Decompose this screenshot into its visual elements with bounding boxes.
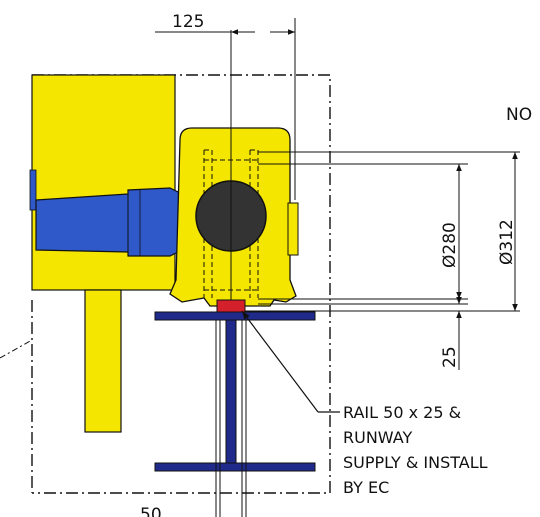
support-leg (84, 289, 122, 433)
machine-body-edge (29, 169, 37, 211)
dim-312-label: Ø312 (497, 219, 517, 265)
envelope-outline (32, 74, 331, 494)
rail-note-line1: RAIL 50 x 25 & (343, 403, 461, 422)
dim-280-label: Ø280 (440, 222, 460, 268)
rail-note-line2: RUNWAY (343, 428, 412, 447)
dim-125-label: 125 (172, 12, 204, 32)
rail-note-leader (241, 310, 319, 413)
dim-50-partial: 50 (140, 505, 162, 517)
leader-left (0, 339, 33, 359)
rail (216, 299, 246, 313)
beam-bottom-flange (154, 462, 316, 472)
machine-body (31, 74, 176, 291)
rail-note-line4: BY EC (343, 478, 389, 497)
north-label: NO (506, 105, 532, 125)
wheel-block-side (287, 202, 299, 256)
drive-shaft (35, 187, 183, 257)
beam-top-flange (154, 311, 316, 321)
beam-web (225, 319, 237, 464)
dim-25-label: 25 (440, 346, 460, 368)
rail-note-line3: SUPPLY & INSTALL (343, 453, 488, 472)
